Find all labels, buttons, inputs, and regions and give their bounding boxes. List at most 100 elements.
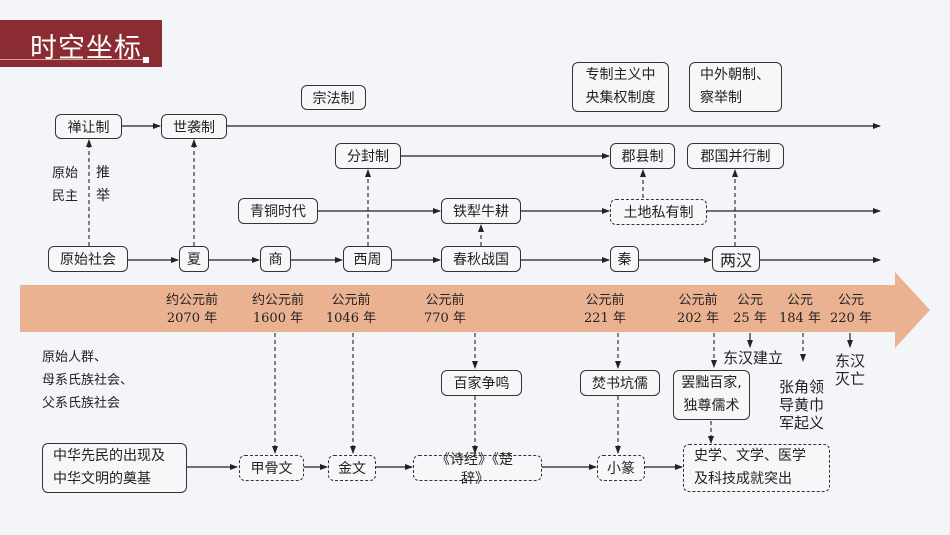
huangjin-text: 张角领 导黄巾 军起义 (779, 378, 824, 432)
box-fenshu: 焚书坑儒 (580, 370, 660, 396)
date-line2: 770 年 (424, 311, 466, 326)
side-left: 原始 民主 (52, 162, 78, 208)
donghan-start: 东汉建立 (723, 349, 784, 367)
box-junguo: 郡国并行制 (687, 143, 784, 169)
date-line1: 约公元前 (251, 293, 304, 308)
label: 小篆 (607, 461, 635, 477)
line2: 央集权制度 (585, 90, 656, 106)
label: 西周 (353, 252, 382, 268)
box-qin-system: 专制主义中 央集权制度 (572, 62, 669, 112)
date-line1: 公元前 (678, 293, 718, 308)
date-1: 约公元前 1600 年 (238, 292, 318, 328)
date-line2: 25 年 (733, 311, 767, 326)
date-line2: 220 年 (830, 311, 872, 326)
label: 甲骨文 (250, 461, 293, 477)
box-yuanshi: 原始社会 (48, 246, 128, 272)
box-lianghan: 两汉 (712, 246, 760, 272)
date-line2: 184 年 (779, 311, 821, 326)
label: 郡国并行制 (700, 149, 771, 165)
box-tieli: 铁犁牛耕 (441, 198, 521, 224)
date-line2: 2070 年 (166, 311, 218, 326)
line2: 中华文明的奠基 (53, 471, 151, 487)
date-line2: 202 年 (677, 311, 719, 326)
line1: 史学、文学、医学 (694, 448, 806, 464)
line2: 独尊儒术 (683, 398, 740, 414)
donghan-end: 东汉 灭亡 (835, 352, 865, 388)
box-qingtong: 青铜时代 (238, 198, 318, 224)
label: 春秋战国 (453, 252, 509, 268)
box-shijing (413, 455, 542, 481)
title-badge: 时空坐标 (0, 20, 162, 67)
box-origin: 中华先民的出现及 中华文明的奠基 (42, 443, 187, 493)
box-baijia: 百家争鸣 (441, 370, 522, 396)
title-square (143, 57, 149, 63)
label: 郡县制 (621, 149, 664, 165)
donghan-end-2: 灭亡 (835, 370, 866, 388)
label: 两汉 (719, 251, 752, 270)
society-3: 父系氏族社会 (42, 396, 121, 411)
box-han-system: 中外朝制、 察举制 (689, 62, 782, 112)
box-bachu: 罢黜百家, 独尊儒术 (673, 370, 750, 420)
timeline-arrow (20, 272, 930, 348)
box-junxian: 郡县制 (610, 143, 675, 169)
side-left-1: 原始 (52, 166, 79, 181)
box-jiagu: 甲骨文 (239, 455, 304, 481)
date-line2: 1600 年 (252, 311, 304, 326)
label: 青铜时代 (250, 204, 306, 220)
shijing-line1: 《诗经》《楚 (436, 452, 513, 468)
line2: 察举制 (700, 90, 742, 106)
huangjin-2: 导黄巾 (779, 396, 825, 414)
box-tudi: 土地私有制 (610, 199, 707, 225)
label: 焚书坑儒 (592, 376, 648, 392)
label: 分封制 (347, 149, 389, 165)
huangjin-1: 张角领 (779, 378, 825, 396)
date-line1: 公元前 (425, 293, 465, 308)
date-5: 公元前 202 年 (663, 292, 733, 328)
title-underline (0, 59, 146, 60)
donghan-end-1: 东汉 (835, 352, 866, 370)
date-line1: 约公元前 (165, 293, 218, 308)
date-0: 约公元前 2070 年 (152, 292, 232, 328)
box-zongfa: 宗法制 (301, 85, 366, 110)
date-line1: 公元前 (585, 293, 625, 308)
line1: 中外朝制、 (700, 67, 770, 83)
box-shanrang: 禅让制 (55, 114, 122, 139)
label: 金文 (338, 461, 366, 477)
line1: 罢黜百家, (681, 375, 742, 391)
society-1: 原始人群、 (42, 350, 108, 365)
box-achievements: 史学、文学、医学 及科技成就突出 (683, 444, 830, 492)
date-7: 公元 184 年 (775, 292, 825, 328)
box-shang: 商 (260, 246, 291, 272)
line1: 中华先民的出现及 (53, 448, 165, 464)
line2: 及科技成就突出 (694, 471, 792, 487)
box-qin: 秦 (610, 246, 639, 272)
date-4: 公元前 221 年 (570, 292, 640, 328)
label: 原始社会 (60, 252, 116, 268)
line1: 专制主义中 (585, 67, 656, 83)
label: 商 (268, 252, 283, 268)
label: 百家争鸣 (453, 376, 510, 392)
shijing-line2: 辞》 (461, 471, 489, 487)
huangjin-3: 军起义 (779, 414, 825, 432)
side-right-1: 推 (96, 165, 110, 181)
side-right-2: 举 (96, 188, 110, 204)
date-8: 公元 220 年 (826, 292, 876, 328)
date-line1: 公元 (786, 293, 813, 308)
box-jinwen: 金文 (328, 455, 376, 481)
date-3: 公元前 770 年 (410, 292, 480, 328)
side-right: 推 举 (96, 162, 110, 208)
page-title: 时空坐标 (30, 33, 142, 64)
box-shixi: 世袭制 (161, 114, 227, 139)
label: 夏 (187, 252, 201, 268)
label: 宗法制 (312, 90, 355, 107)
side-left-2: 民主 (52, 189, 79, 204)
date-line1: 公元前 (331, 293, 371, 308)
label: 土地私有制 (623, 205, 694, 221)
date-line2: 221 年 (584, 311, 626, 326)
society-2: 母系氏族社会、 (42, 373, 134, 388)
label: 世袭制 (173, 119, 215, 136)
date-line1: 公元 (837, 293, 864, 308)
